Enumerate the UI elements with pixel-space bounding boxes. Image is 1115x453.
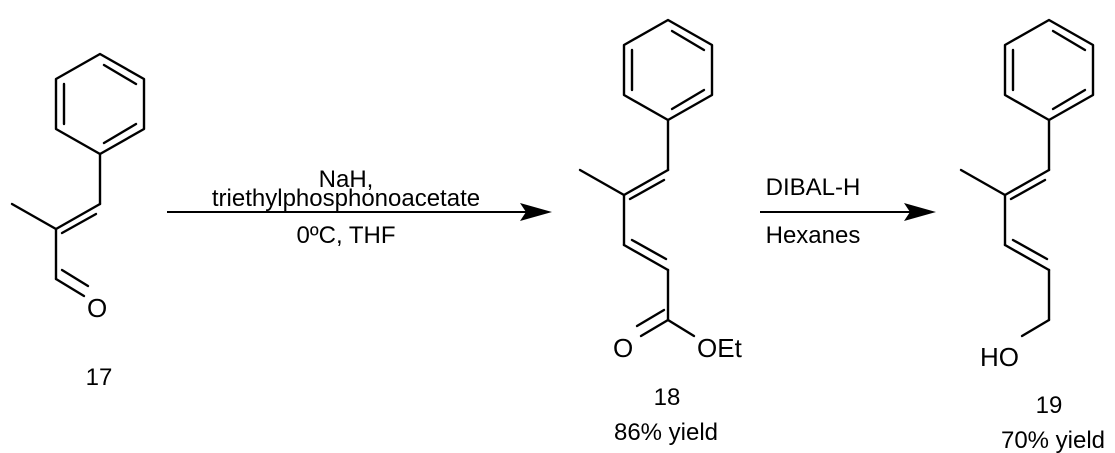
conditions-1: 0ºC, THF <box>297 222 396 249</box>
aromatic-double-bond <box>1051 88 1087 111</box>
compound-17-structure: O 17 <box>10 52 146 391</box>
carbonyl-oxygen-label: O <box>613 333 633 363</box>
arrow-head-1 <box>520 203 552 221</box>
compound-19-structure: HO 19 70% yield <box>959 18 1105 453</box>
alkene-double-bond <box>54 202 102 231</box>
alkene-double-bond-inner <box>60 212 98 235</box>
compound-yield-18: 86% yield <box>614 419 718 446</box>
carbonyl-double-bond-inner <box>60 268 90 288</box>
methyl-bond <box>10 202 58 231</box>
compound-number-19: 19 <box>1036 392 1063 419</box>
arrow-head-2 <box>904 203 936 221</box>
aromatic-double-bond <box>670 88 706 111</box>
reagent-dibal-h: DIBAL-H <box>766 174 861 201</box>
alkene-double-bond <box>622 168 670 197</box>
compound-18-structure: O OEt 18 86% yield <box>578 18 743 446</box>
aromatic-double-bond <box>102 122 138 145</box>
alkene-double-bond <box>1003 243 1051 272</box>
carbonyl-double-bond <box>54 277 86 298</box>
alkene-double-bond-inner <box>630 238 668 261</box>
compound-number-18: 18 <box>654 384 681 411</box>
reaction-arrow-2: DIBAL-H Hexanes <box>760 174 936 249</box>
phenyl-ring-18 <box>622 18 714 122</box>
alkene-double-bond-inner <box>1011 238 1049 261</box>
alkene-double-bond <box>1003 168 1051 197</box>
hydroxyl-bond <box>1020 318 1051 338</box>
alkene-double-bond-inner <box>1009 178 1047 201</box>
reagent-nah: NaH, <box>319 166 374 193</box>
oxygen-label: O <box>87 293 107 323</box>
ester-label: OEt <box>697 333 743 363</box>
alkene-double-bond-inner <box>628 178 666 201</box>
alkene-double-bond <box>622 243 670 272</box>
hydroxyl-label: HO <box>980 342 1019 372</box>
reagent-triethylphosphonoacetate: triethylphosphonoacetate <box>212 185 480 212</box>
reaction-arrow-1: NaH, triethylphosphonoacetate 0ºC, THF <box>167 166 552 249</box>
conditions-2: Hexanes <box>766 222 861 249</box>
phenyl-ring-17 <box>54 52 146 156</box>
compound-number-17: 17 <box>86 364 113 391</box>
aromatic-double-bond <box>102 63 138 86</box>
phenyl-ring-19 <box>1003 18 1095 122</box>
carbonyl-double-bond-inner <box>635 308 666 328</box>
compound-yield-19: 70% yield <box>1001 427 1105 453</box>
carbonyl-double-bond <box>639 318 670 338</box>
aromatic-double-bond <box>1051 29 1087 52</box>
methyl-bond <box>959 168 1007 197</box>
aromatic-double-bond <box>670 29 706 52</box>
ester-bond <box>666 318 696 338</box>
methyl-bond <box>578 168 626 197</box>
